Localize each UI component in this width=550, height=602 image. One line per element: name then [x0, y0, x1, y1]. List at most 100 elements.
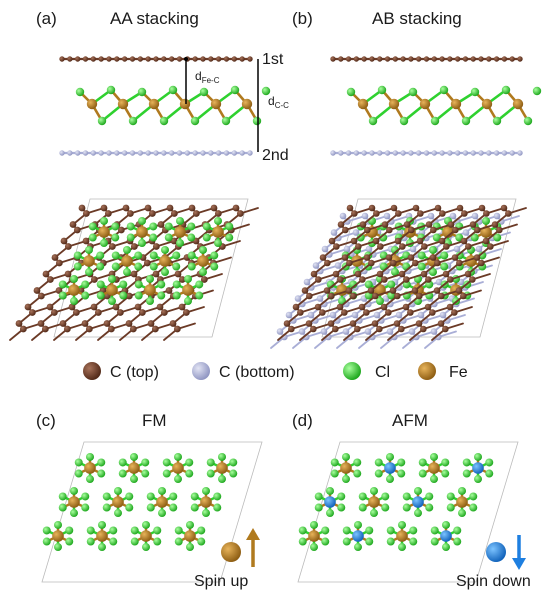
carbon-atom — [455, 287, 463, 294]
carbon-bottom-atom — [90, 150, 97, 156]
carbon-atom — [403, 276, 410, 283]
carbon-bottom-atom — [493, 150, 500, 156]
chlorine-atom — [118, 458, 127, 467]
carbon-atom — [200, 276, 208, 283]
carbon-top-atom — [192, 56, 198, 62]
carbon-bottom-atom — [231, 150, 238, 156]
carbon-atom — [117, 226, 125, 234]
chlorine-atom — [187, 233, 196, 242]
carbon-atom — [42, 270, 50, 278]
carbon-atom — [381, 221, 389, 228]
carbon-atom — [389, 287, 397, 294]
carbon-atom — [85, 325, 93, 333]
chlorine-atom — [134, 291, 143, 300]
chlorine-atom — [377, 85, 387, 95]
carbon-top-atom — [145, 56, 151, 62]
chlorine-atom — [176, 216, 184, 225]
chlorine-atom — [387, 280, 396, 289]
carbon-atom — [478, 204, 486, 212]
carbon-atom — [474, 226, 481, 234]
bottom-carbon-chain — [330, 150, 523, 156]
chlorine-atom — [98, 520, 106, 529]
chlorine-atom — [106, 85, 116, 95]
carbon-atom — [182, 309, 190, 316]
carbon-atom — [315, 276, 322, 283]
iron-atom — [450, 98, 462, 110]
chlorine-atom — [358, 503, 367, 512]
carbon-atom — [312, 262, 320, 269]
carbon-atom — [351, 210, 358, 217]
carbon-atom — [386, 328, 394, 335]
chlorine-atom — [195, 291, 204, 300]
chlorine-atom — [88, 233, 97, 242]
iron-atom — [396, 530, 408, 542]
iron-atom — [52, 530, 64, 542]
chlorine-atom — [206, 458, 215, 467]
chlorine-atom — [174, 526, 183, 535]
chlorine-atom — [161, 245, 169, 254]
chlorine-atom — [337, 492, 346, 501]
carbon-atom — [473, 254, 481, 261]
chlorine-atom — [96, 251, 105, 260]
chlorine-atom — [356, 233, 365, 242]
chlorine-atom — [102, 503, 111, 512]
chlorine-atom — [58, 280, 67, 289]
carbon-top-atom — [82, 56, 89, 62]
carbon-atom — [144, 204, 152, 212]
carbon-atom — [469, 276, 476, 283]
carbon-atom — [402, 303, 410, 311]
fm-panel: Spin up — [41, 441, 263, 590]
iron-atom — [308, 530, 320, 542]
iron-atom — [148, 98, 160, 110]
carbon-bottom-atom — [223, 150, 230, 156]
carbon-bottom-atom — [470, 150, 476, 156]
chlorine-atom — [187, 222, 196, 231]
chlorine-atom — [75, 87, 85, 97]
carbon-atom — [438, 292, 445, 300]
chlorine-atom — [440, 262, 449, 271]
iron-atom — [241, 98, 253, 110]
carbon-top-atom — [384, 56, 391, 62]
chlorine-atom — [414, 486, 422, 495]
chlorine-atom — [353, 469, 362, 478]
chlorine-atom — [365, 537, 374, 546]
carbon-atom — [385, 254, 393, 261]
chlorine-atom — [74, 458, 83, 467]
carbon-atom — [482, 237, 490, 245]
spin-down-sphere — [486, 542, 506, 562]
chlorine-atom — [108, 274, 116, 283]
carbon-atom — [367, 287, 375, 294]
chlorine-atom — [134, 262, 143, 271]
chlorine-atom — [202, 222, 211, 231]
carbon-atom — [63, 325, 71, 333]
chlorine-atom — [298, 537, 307, 546]
carbon-bottom-atom — [330, 150, 336, 156]
chlorine-atom — [169, 503, 178, 512]
carbon-atom — [24, 303, 32, 311]
chlorine-atom — [111, 251, 120, 260]
chlorine-atom — [364, 280, 373, 289]
carbon-bottom-atom — [98, 150, 104, 156]
chlorine-atom — [126, 222, 135, 231]
iron-atom — [128, 462, 140, 474]
carbon-bottom-atom — [106, 150, 112, 156]
carbon-atom — [427, 212, 435, 220]
spin-down-label: Spin down — [456, 573, 531, 590]
chlorine-atom — [174, 452, 182, 461]
carbon-atom — [415, 320, 423, 327]
chlorine-atom — [386, 526, 395, 535]
chlorine-atom — [81, 492, 90, 501]
carbon-atom — [178, 303, 186, 311]
chlorine-atom — [86, 537, 95, 546]
carbon-bottom-atom — [59, 150, 65, 156]
carbon-top-atom — [493, 56, 500, 62]
carbon-atom — [327, 320, 335, 327]
chlorine-atom — [118, 469, 127, 478]
chlorine-atom — [81, 291, 90, 300]
chlorine-atom — [370, 486, 378, 495]
carbon-top-atom — [153, 56, 159, 62]
carbon-atom — [297, 309, 304, 316]
chlorine-atom — [185, 469, 194, 478]
carbon-top-atom — [431, 56, 437, 62]
carbon-atom — [37, 292, 45, 300]
